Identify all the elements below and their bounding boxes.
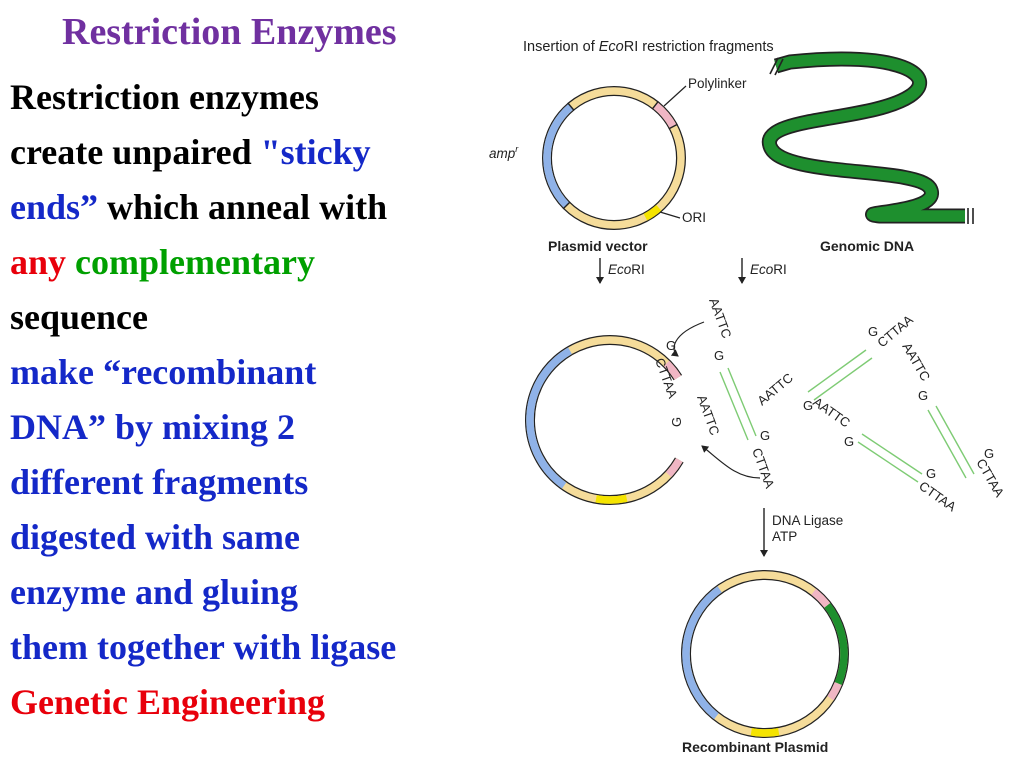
body-text: complementary — [66, 242, 315, 282]
ligase-arrow: DNA Ligase ATP — [760, 508, 843, 557]
body-line: Genetic Engineering — [10, 675, 396, 730]
svg-text:CTTAA: CTTAA — [916, 478, 959, 514]
body-line: enzyme and gluing — [10, 565, 396, 620]
svg-text:CTTAA: CTTAA — [973, 456, 1007, 500]
svg-text:G: G — [760, 428, 770, 443]
svg-text:AATTC: AATTC — [706, 296, 734, 340]
dna-fragment-2: G CTTAA AATTC G — [754, 312, 916, 413]
ecori-arrow-right: EcoRI — [738, 258, 787, 284]
body-text: Genetic Engineering — [10, 682, 325, 722]
sticky-end-aattc: AATTC — [694, 393, 722, 437]
svg-text:G: G — [803, 398, 813, 413]
body-line: DNA” by mixing 2 — [10, 400, 396, 455]
body-text: create unpaired — [10, 132, 261, 172]
svg-text:G: G — [844, 434, 854, 449]
genomic-dna-label: Genomic DNA — [820, 238, 914, 254]
body-line: Restriction enzymes — [10, 70, 396, 125]
polylinker-label: Polylinker — [688, 76, 747, 91]
body-text: make “recombinant — [10, 352, 317, 392]
ecori-arrow-left: EcoRI — [596, 258, 645, 284]
slide-text-panel: Restriction Enzymes Restriction enzymes c… — [10, 11, 397, 730]
figure-heading: Insertion of EcoRI restriction fragments — [523, 39, 774, 55]
body-line: make “recombinant — [10, 345, 396, 400]
body-text: Restriction enzymes — [10, 77, 319, 117]
svg-text:G: G — [918, 388, 928, 403]
svg-text:ATP: ATP — [772, 529, 797, 544]
body-text: "sticky — [260, 132, 371, 172]
genomic-dna — [762, 51, 974, 224]
svg-text:EcoRI: EcoRI — [608, 262, 645, 277]
slide-title: Restriction Enzymes — [62, 11, 397, 53]
body-line: different fragments — [10, 455, 396, 510]
body-line: ends” which anneal with — [10, 180, 396, 235]
sticky-end-g: G — [666, 338, 676, 353]
recombinant-plasmid-label: Recombinant Plasmid — [682, 739, 828, 755]
body-text: any — [10, 242, 67, 282]
svg-text:G: G — [868, 324, 878, 339]
body-line: create unpaired "sticky — [10, 125, 396, 180]
sticky-end-g: G — [669, 417, 684, 427]
plasmid-vector-label: Plasmid vector — [548, 238, 648, 254]
restriction-fragment-diagram: Insertion of EcoRI restriction fragments… — [489, 39, 1007, 755]
body-text: DNA” by mixing 2 — [10, 407, 296, 447]
svg-text:G: G — [714, 348, 724, 363]
body-line: digested with same — [10, 510, 396, 565]
body-text: digested with same — [10, 517, 300, 557]
body-line: sequence — [10, 290, 396, 345]
body-line: any complementary — [10, 235, 396, 290]
body-text: enzyme and gluing — [10, 572, 299, 612]
svg-text:G: G — [926, 466, 936, 481]
svg-text:G: G — [984, 446, 994, 461]
body-text: which anneal with — [98, 187, 388, 227]
body-text: different fragments — [10, 462, 309, 502]
svg-text:AATTC: AATTC — [810, 394, 853, 430]
slide-body: Restriction enzymes create unpaired "stic… — [10, 70, 396, 730]
dna-fragment-4: AATTC G G CTTAA — [810, 394, 959, 514]
svg-text:AATTC: AATTC — [754, 370, 796, 408]
ori-segment — [643, 204, 662, 221]
polylinker-segment — [652, 102, 677, 129]
svg-text:EcoRI: EcoRI — [750, 262, 787, 277]
recombinant-plasmid — [681, 570, 849, 738]
body-text: ends” — [10, 187, 99, 227]
svg-text:CTTAA: CTTAA — [749, 446, 777, 491]
body-line: them together with ligase — [10, 620, 396, 675]
cut-plasmid — [525, 335, 684, 505]
ori-label: ORI — [682, 210, 706, 225]
svg-text:AATTC: AATTC — [899, 340, 933, 384]
body-text: sequence — [10, 297, 148, 337]
svg-text:DNA Ligase: DNA Ligase — [772, 513, 843, 528]
plasmid-vector — [542, 86, 686, 230]
body-text: them together with ligase — [10, 627, 397, 667]
amp-label: ampr — [489, 144, 519, 161]
dna-fragment-3: AATTC G G CTTAA — [899, 340, 1007, 500]
